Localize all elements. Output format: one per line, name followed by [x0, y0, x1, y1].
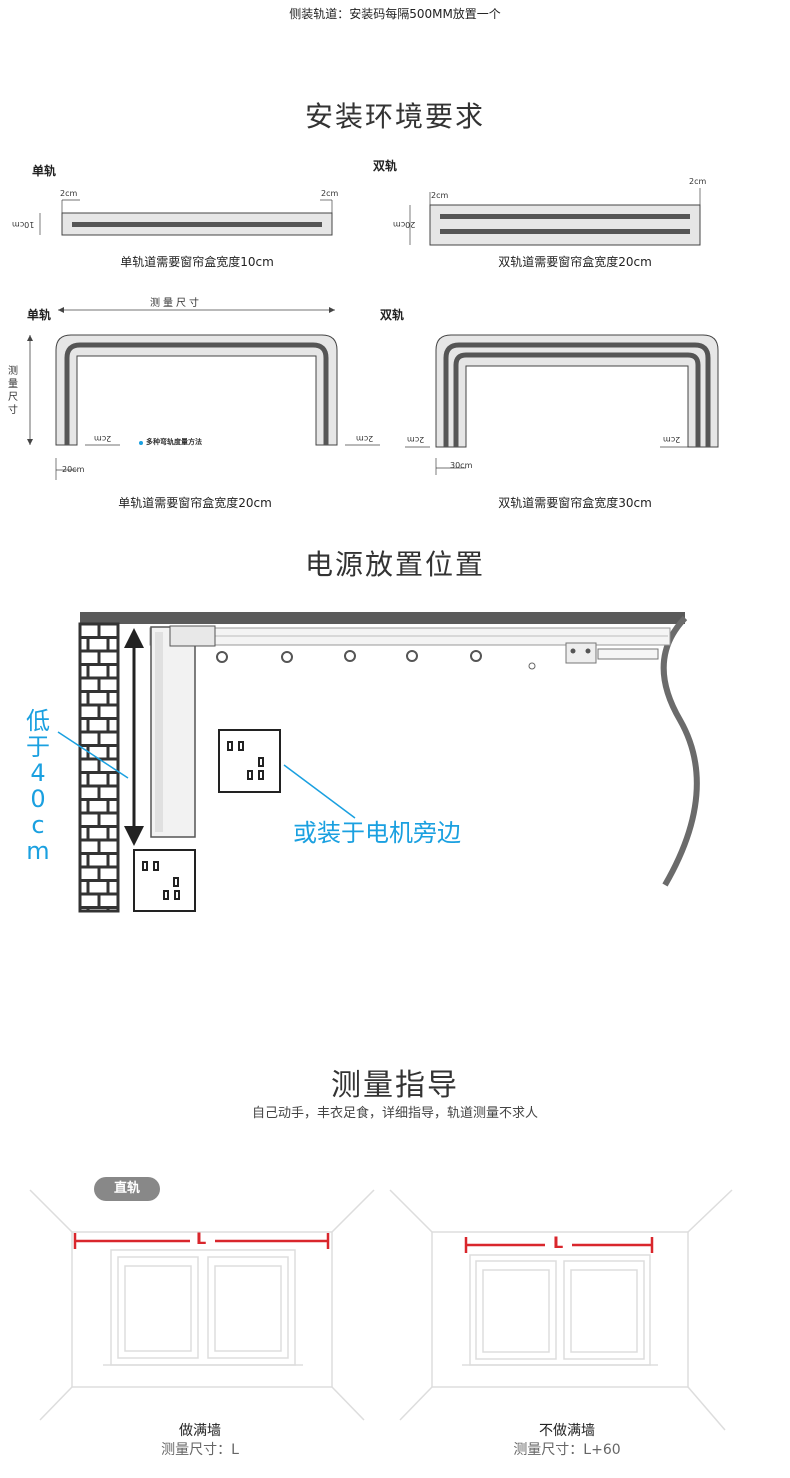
socket-top: [218, 729, 281, 793]
single-straight-left-gap: 2cm: [60, 189, 78, 198]
single-u-bottom: 20cm: [62, 465, 85, 474]
single-u-right-gap: 2cm: [356, 434, 374, 443]
double-u-right-gap: 2cm: [663, 435, 681, 444]
double-straight-rail-1: [440, 214, 690, 219]
double-u-rail-1: [443, 342, 711, 447]
single-straight-rail: [72, 222, 322, 227]
socket-bottom: [133, 849, 196, 912]
single-straight-right-gap: 2cm: [321, 189, 339, 198]
single-u-left-gap: 2cm: [94, 434, 112, 443]
install-diagrams: [27, 188, 719, 480]
single-u-box: [55, 334, 338, 446]
section-title-measure: 测量指导: [331, 1068, 459, 1103]
runner-hooks: [216, 650, 482, 663]
double-u-label: 双轨: [380, 308, 405, 322]
double-u-rail-2: [453, 352, 701, 447]
straight-rail-tag[interactable]: 直轨: [94, 1177, 160, 1201]
single-straight-caption: 单轨道需要窗帘盒宽度10cm: [120, 255, 274, 269]
brick-wall: [78, 622, 120, 913]
right-title: 不做满墙: [539, 1423, 595, 1439]
beside-motor-label: 或装于电机旁边: [293, 819, 461, 847]
single-u-measure-side: 测量尺寸: [8, 366, 18, 416]
double-straight-height: 20cm: [393, 220, 416, 229]
single-u-note[interactable]: 多种弯轨度量方法: [146, 438, 202, 446]
ceiling-bar: [80, 612, 685, 624]
single-rail-label: 单轨: [32, 164, 57, 178]
double-straight-rail-2: [440, 229, 690, 234]
right-size: 测量尺寸：L+60: [513, 1442, 621, 1458]
double-u-box: [435, 334, 719, 448]
curved-wall: [660, 615, 700, 887]
single-u-caption: 单轨道需要窗帘盒宽度20cm: [118, 496, 272, 510]
single-u-measure-top: 测量尺寸: [150, 298, 202, 309]
double-u-bottom: 30cm: [450, 461, 473, 470]
left-mark-l: L: [196, 1229, 207, 1248]
end-bracket: [565, 642, 597, 664]
curtain-rail: [149, 627, 671, 646]
double-straight-box: [429, 204, 701, 246]
left-size: 测量尺寸：L: [161, 1442, 239, 1458]
double-rail-label: 双轨: [373, 159, 398, 173]
room-right: [389, 1189, 733, 1431]
double-straight-caption: 双轨道需要窗帘盒宽度20cm: [498, 255, 652, 269]
section-title-install: 安装环境要求: [304, 100, 485, 133]
double-u-caption: 双轨道需要窗帘盒宽度30cm: [498, 496, 652, 510]
measure-subtitle: 自己动手，丰衣足食，详细指导，轨道测量不求人: [251, 1106, 538, 1121]
motor: [150, 626, 196, 838]
single-u-rail: [64, 342, 329, 445]
top-note: 侧装轨道：安装码每隔500MM放置一个: [289, 7, 501, 21]
double-u-left-gap: 2cm: [407, 435, 425, 444]
right-mark-l: L: [553, 1233, 564, 1252]
section-title-power: 电源放置位置: [304, 548, 485, 581]
single-straight-height: 10cm: [12, 220, 35, 229]
left-title: 做满墙: [179, 1423, 221, 1439]
low-40cm-label: 低于40cm: [26, 707, 50, 865]
single-u-label: 单轨: [27, 308, 52, 322]
room-left: [29, 1189, 375, 1421]
double-straight-right-gap: 2cm: [689, 177, 707, 186]
double-straight-left-gap: 2cm: [431, 191, 449, 200]
